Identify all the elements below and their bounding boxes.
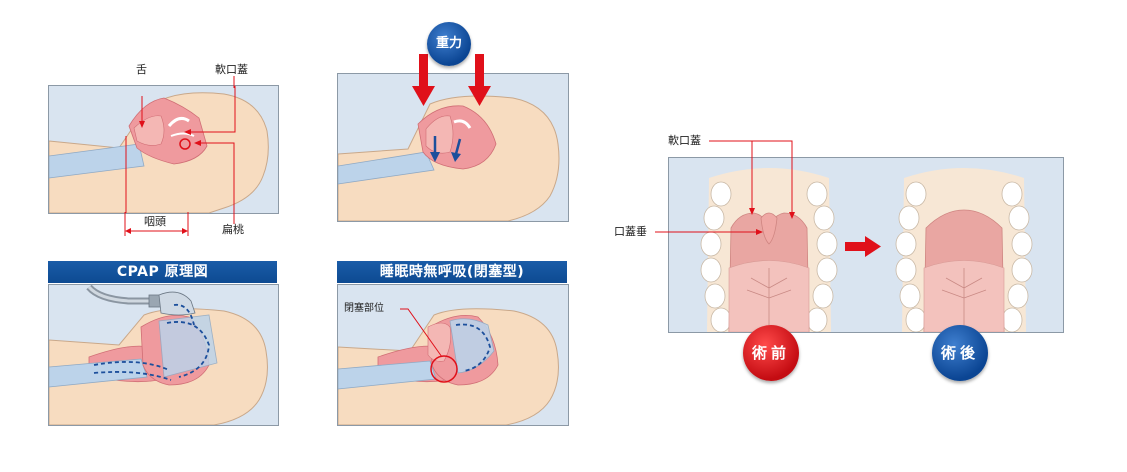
mouth-panel [668,157,1064,333]
pharynx-label: 咽頭 [144,215,166,228]
before-surgery-badge: 術前 [743,325,799,381]
before-after-arrow [845,242,867,251]
soft-palate-label: 軟口蓋 [215,63,248,76]
tonsil-label: 扁桃 [222,223,244,236]
tongue-label: 舌 [136,63,147,76]
apnea-illustration [338,308,559,425]
mouth-after [895,168,1033,332]
mouth-before [700,168,838,332]
cpap-header: CPAP 原理図 [48,261,277,283]
cpap-illustration [49,285,268,425]
uvula-label: 口蓋垂 [614,225,647,238]
gravity-illustration [338,95,560,221]
obstruction-site-label: 閉塞部位 [344,303,384,314]
normal-anatomy-illustration [49,86,269,213]
after-surgery-badge: 術後 [932,325,988,381]
cpap-panel [48,284,279,426]
gravity-badge: 重力 [427,22,471,66]
mouth-illustration [700,168,1033,332]
apnea-header: 睡眠時無呼吸(閉塞型) [337,261,567,283]
normal-anatomy-panel [48,85,279,214]
gravity-panel [337,73,569,222]
mouth-soft-palate-label: 軟口蓋 [668,134,701,147]
apnea-panel [337,284,569,426]
